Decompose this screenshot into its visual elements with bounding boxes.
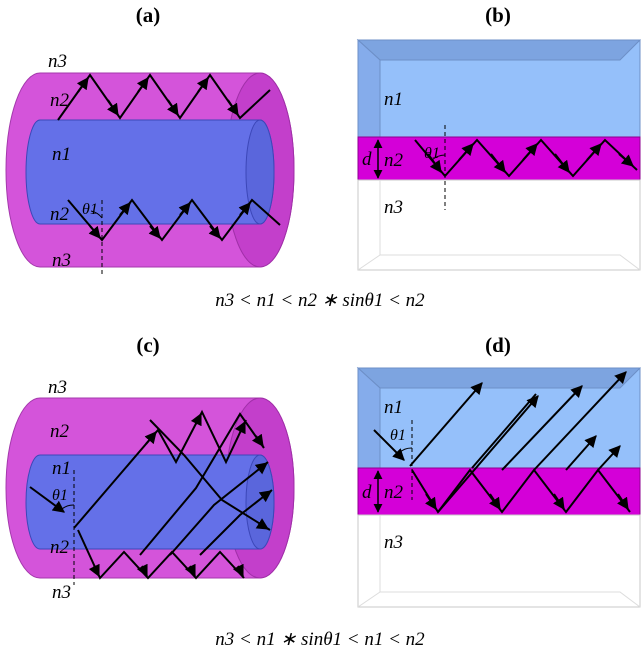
substrate-inner-edge-d bbox=[379, 515, 641, 608]
panel-c-label: (c) bbox=[136, 333, 159, 357]
n2-top-label-a: n2 bbox=[50, 90, 70, 111]
core-end-face bbox=[245, 119, 275, 225]
n3-bottom-label-c: n3 bbox=[52, 582, 71, 603]
angle-label-d: θ1 bbox=[390, 427, 406, 444]
angle-arc-c bbox=[61, 504, 75, 510]
ray-arrowheads-d bbox=[425, 493, 629, 510]
incident-ray-c bbox=[29, 486, 65, 513]
equation-bottom: n3 < n1 ∗ sinθ1 < n1 < n2 bbox=[215, 629, 425, 650]
angle-label-b: θ1 bbox=[424, 145, 440, 162]
n3-label-d: n3 bbox=[384, 532, 403, 553]
angle-arc-b bbox=[431, 154, 446, 161]
n1-label-c: n1 bbox=[52, 458, 71, 479]
n1-label-d: n1 bbox=[384, 397, 403, 418]
panel-b-label: (b) bbox=[485, 3, 511, 27]
substrate-layer bbox=[357, 179, 641, 271]
n3-bottom-label-a: n3 bbox=[52, 250, 71, 271]
equation-top: n3 < n1 < n2 ∗ sinθ1 < n2 bbox=[215, 290, 425, 311]
panel-d: (d) θ1 d n1 n2 n3 bbox=[356, 333, 641, 608]
n2-bottom-label-c: n2 bbox=[50, 537, 70, 558]
ray-film-d bbox=[411, 468, 631, 514]
panel-c: (c) θ1 n3 n2 n1 n2 n3 bbox=[5, 333, 295, 603]
panel-a: (a) θ1 n3 n2 n1 n2 n3 bbox=[5, 3, 295, 275]
thickness-label-b: d bbox=[362, 149, 372, 170]
panel-d-label: (d) bbox=[485, 333, 511, 357]
n1-label-b: n1 bbox=[384, 89, 403, 110]
refracted-rays-d bbox=[409, 371, 627, 513]
n2-bottom-label-a: n2 bbox=[50, 204, 70, 225]
n2-top-label-c: n2 bbox=[50, 421, 70, 442]
ray-arrowheads-a bbox=[76, 77, 251, 239]
ray-down-c bbox=[149, 419, 271, 531]
upper-layer-top-bevel bbox=[356, 39, 641, 61]
ray-up-3-c bbox=[169, 461, 269, 556]
n3-top-label-c: n3 bbox=[48, 377, 67, 398]
n3-top-label-a: n3 bbox=[48, 51, 67, 72]
angle-label-a: θ1 bbox=[82, 201, 98, 218]
ray-arrowheads-c bbox=[88, 412, 272, 578]
n2-label-d: n2 bbox=[384, 482, 404, 503]
ray-arrowheads-b bbox=[427, 143, 634, 173]
ray-up-2-c bbox=[139, 412, 265, 556]
n2-label-b: n2 bbox=[384, 150, 404, 171]
upper-layer-top-bevel-d bbox=[356, 367, 641, 389]
refracted-ray-up-c bbox=[73, 409, 247, 529]
angle-arc-d bbox=[398, 447, 413, 454]
substrate-inner-edge bbox=[379, 180, 641, 271]
substrate-layer-d bbox=[357, 514, 641, 608]
angle-label-c: θ1 bbox=[52, 487, 68, 504]
n3-label-b: n3 bbox=[384, 197, 403, 218]
ray-bottom-cladding-c bbox=[77, 529, 245, 580]
panel-b: (b) θ1 d n1 n2 n3 bbox=[356, 3, 641, 271]
panel-a-label: (a) bbox=[136, 3, 161, 27]
thickness-label-d: d bbox=[362, 482, 372, 503]
incident-ray-d bbox=[373, 429, 405, 461]
angle-arc-a bbox=[90, 210, 103, 219]
n1-label-a: n1 bbox=[52, 144, 71, 165]
